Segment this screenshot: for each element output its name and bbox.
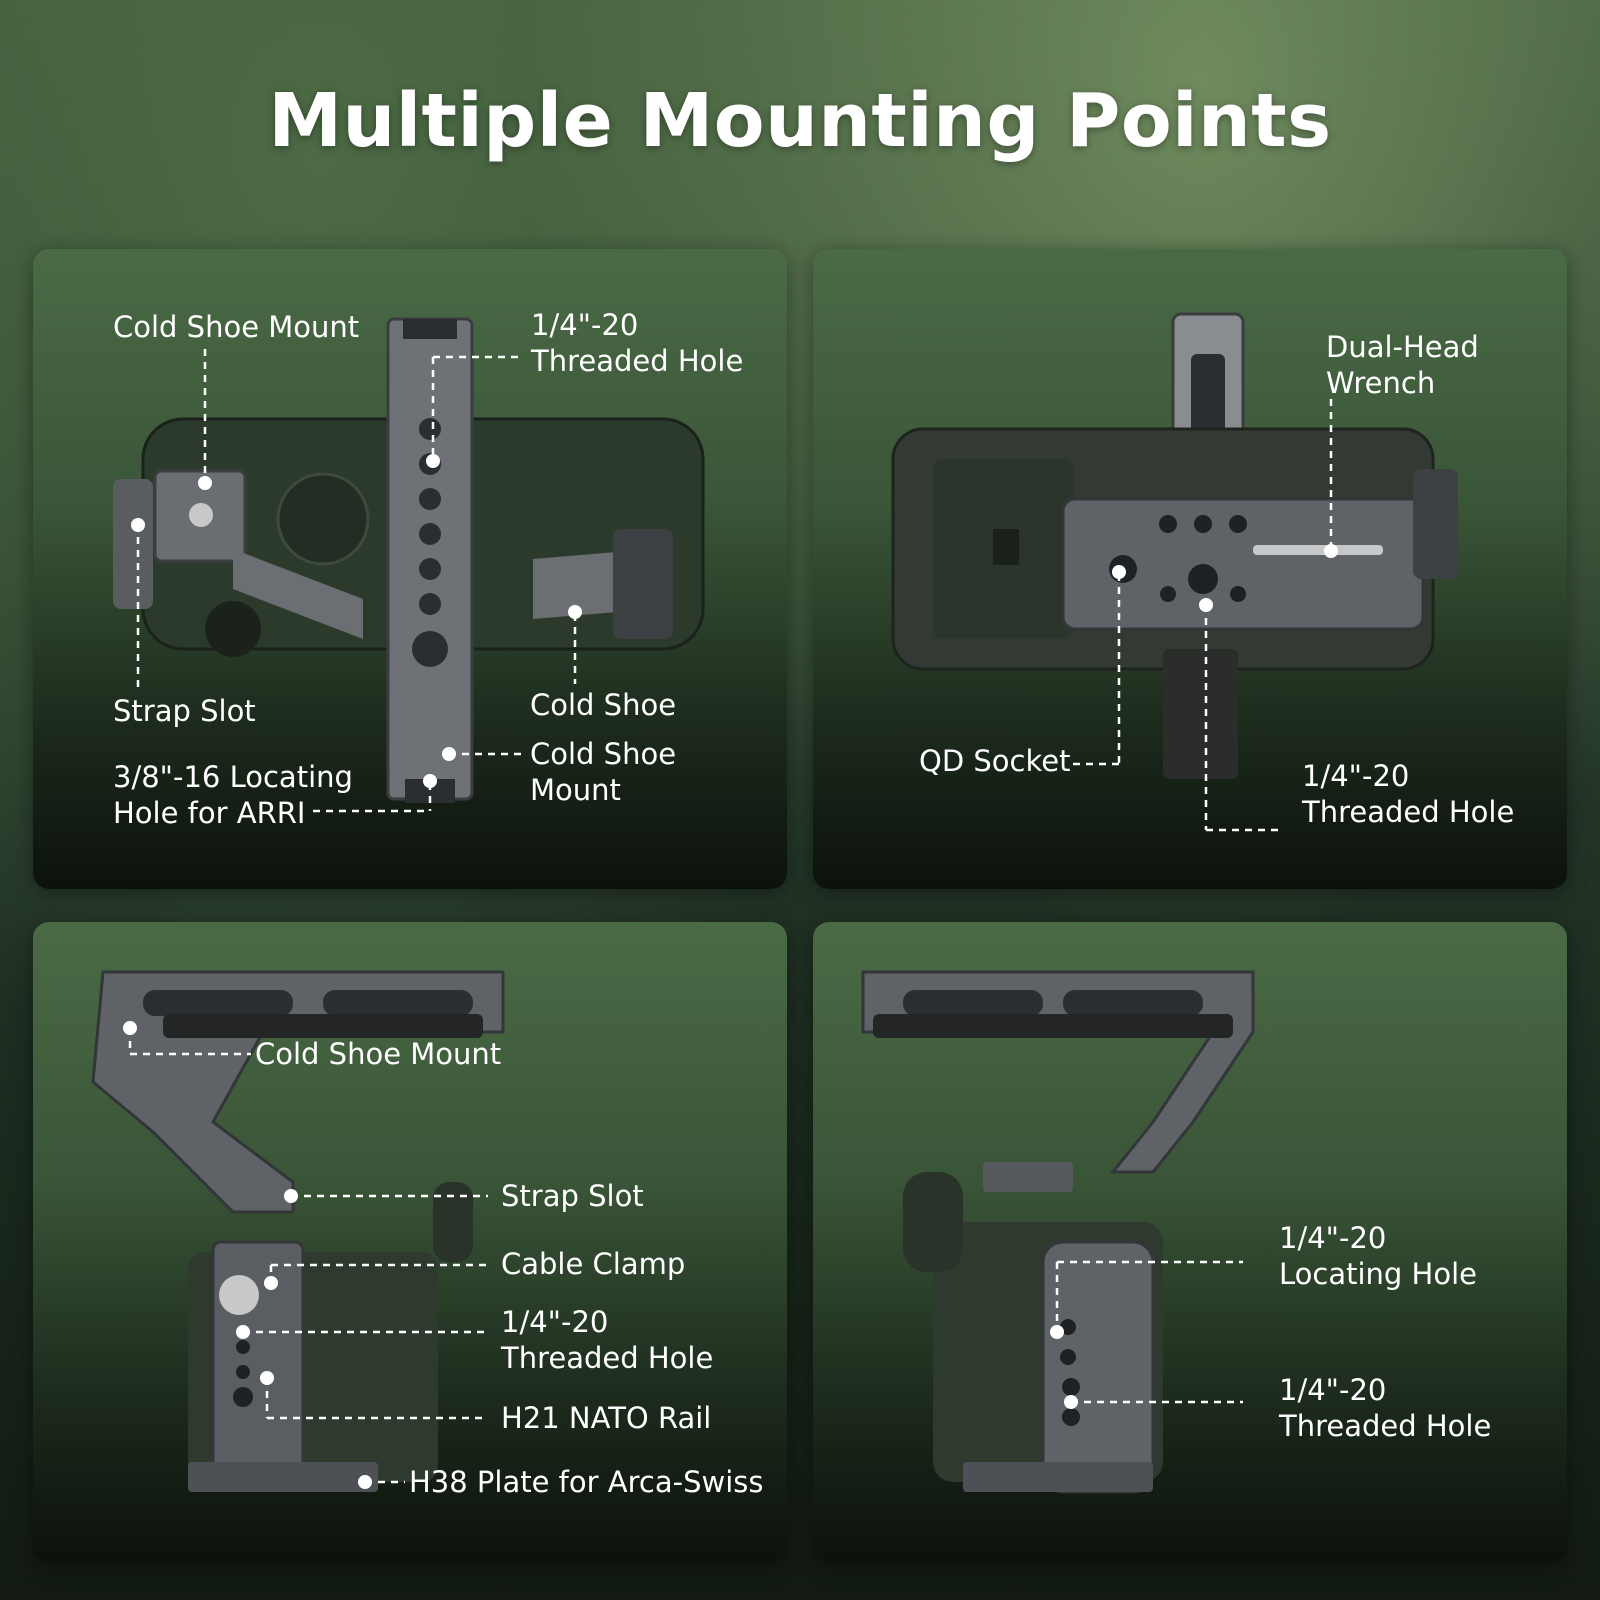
label-cold-shoe-mount: Cold Shoe Mount — [255, 1037, 502, 1071]
label-cold-shoe: Cold Shoe — [530, 688, 677, 722]
label-nato-rail: H21 NATO Rail — [501, 1401, 712, 1435]
cage-bottom-view-illustration — [891, 312, 1458, 832]
cage-top-view-illustration — [113, 317, 705, 813]
label-strap-slot: Strap Slot — [113, 694, 256, 728]
page-title: Multiple Mounting Points — [268, 78, 1332, 164]
cage-side-left-illustration — [91, 970, 505, 1492]
cage-side-right-illustration — [861, 970, 1255, 1494]
label-arca-plate: H38 Plate for Arca-Swiss — [409, 1465, 764, 1499]
label-cold-shoe-mount: Cold Shoe Mount — [113, 310, 360, 344]
panel-bottom-left: Cold Shoe Mount Strap Slot Cable Clamp 1… — [33, 922, 787, 1562]
label-qd-socket: QD Socket — [919, 744, 1071, 778]
label-cable-clamp: Cable Clamp — [501, 1247, 686, 1281]
label-strap-slot: Strap Slot — [501, 1179, 644, 1213]
